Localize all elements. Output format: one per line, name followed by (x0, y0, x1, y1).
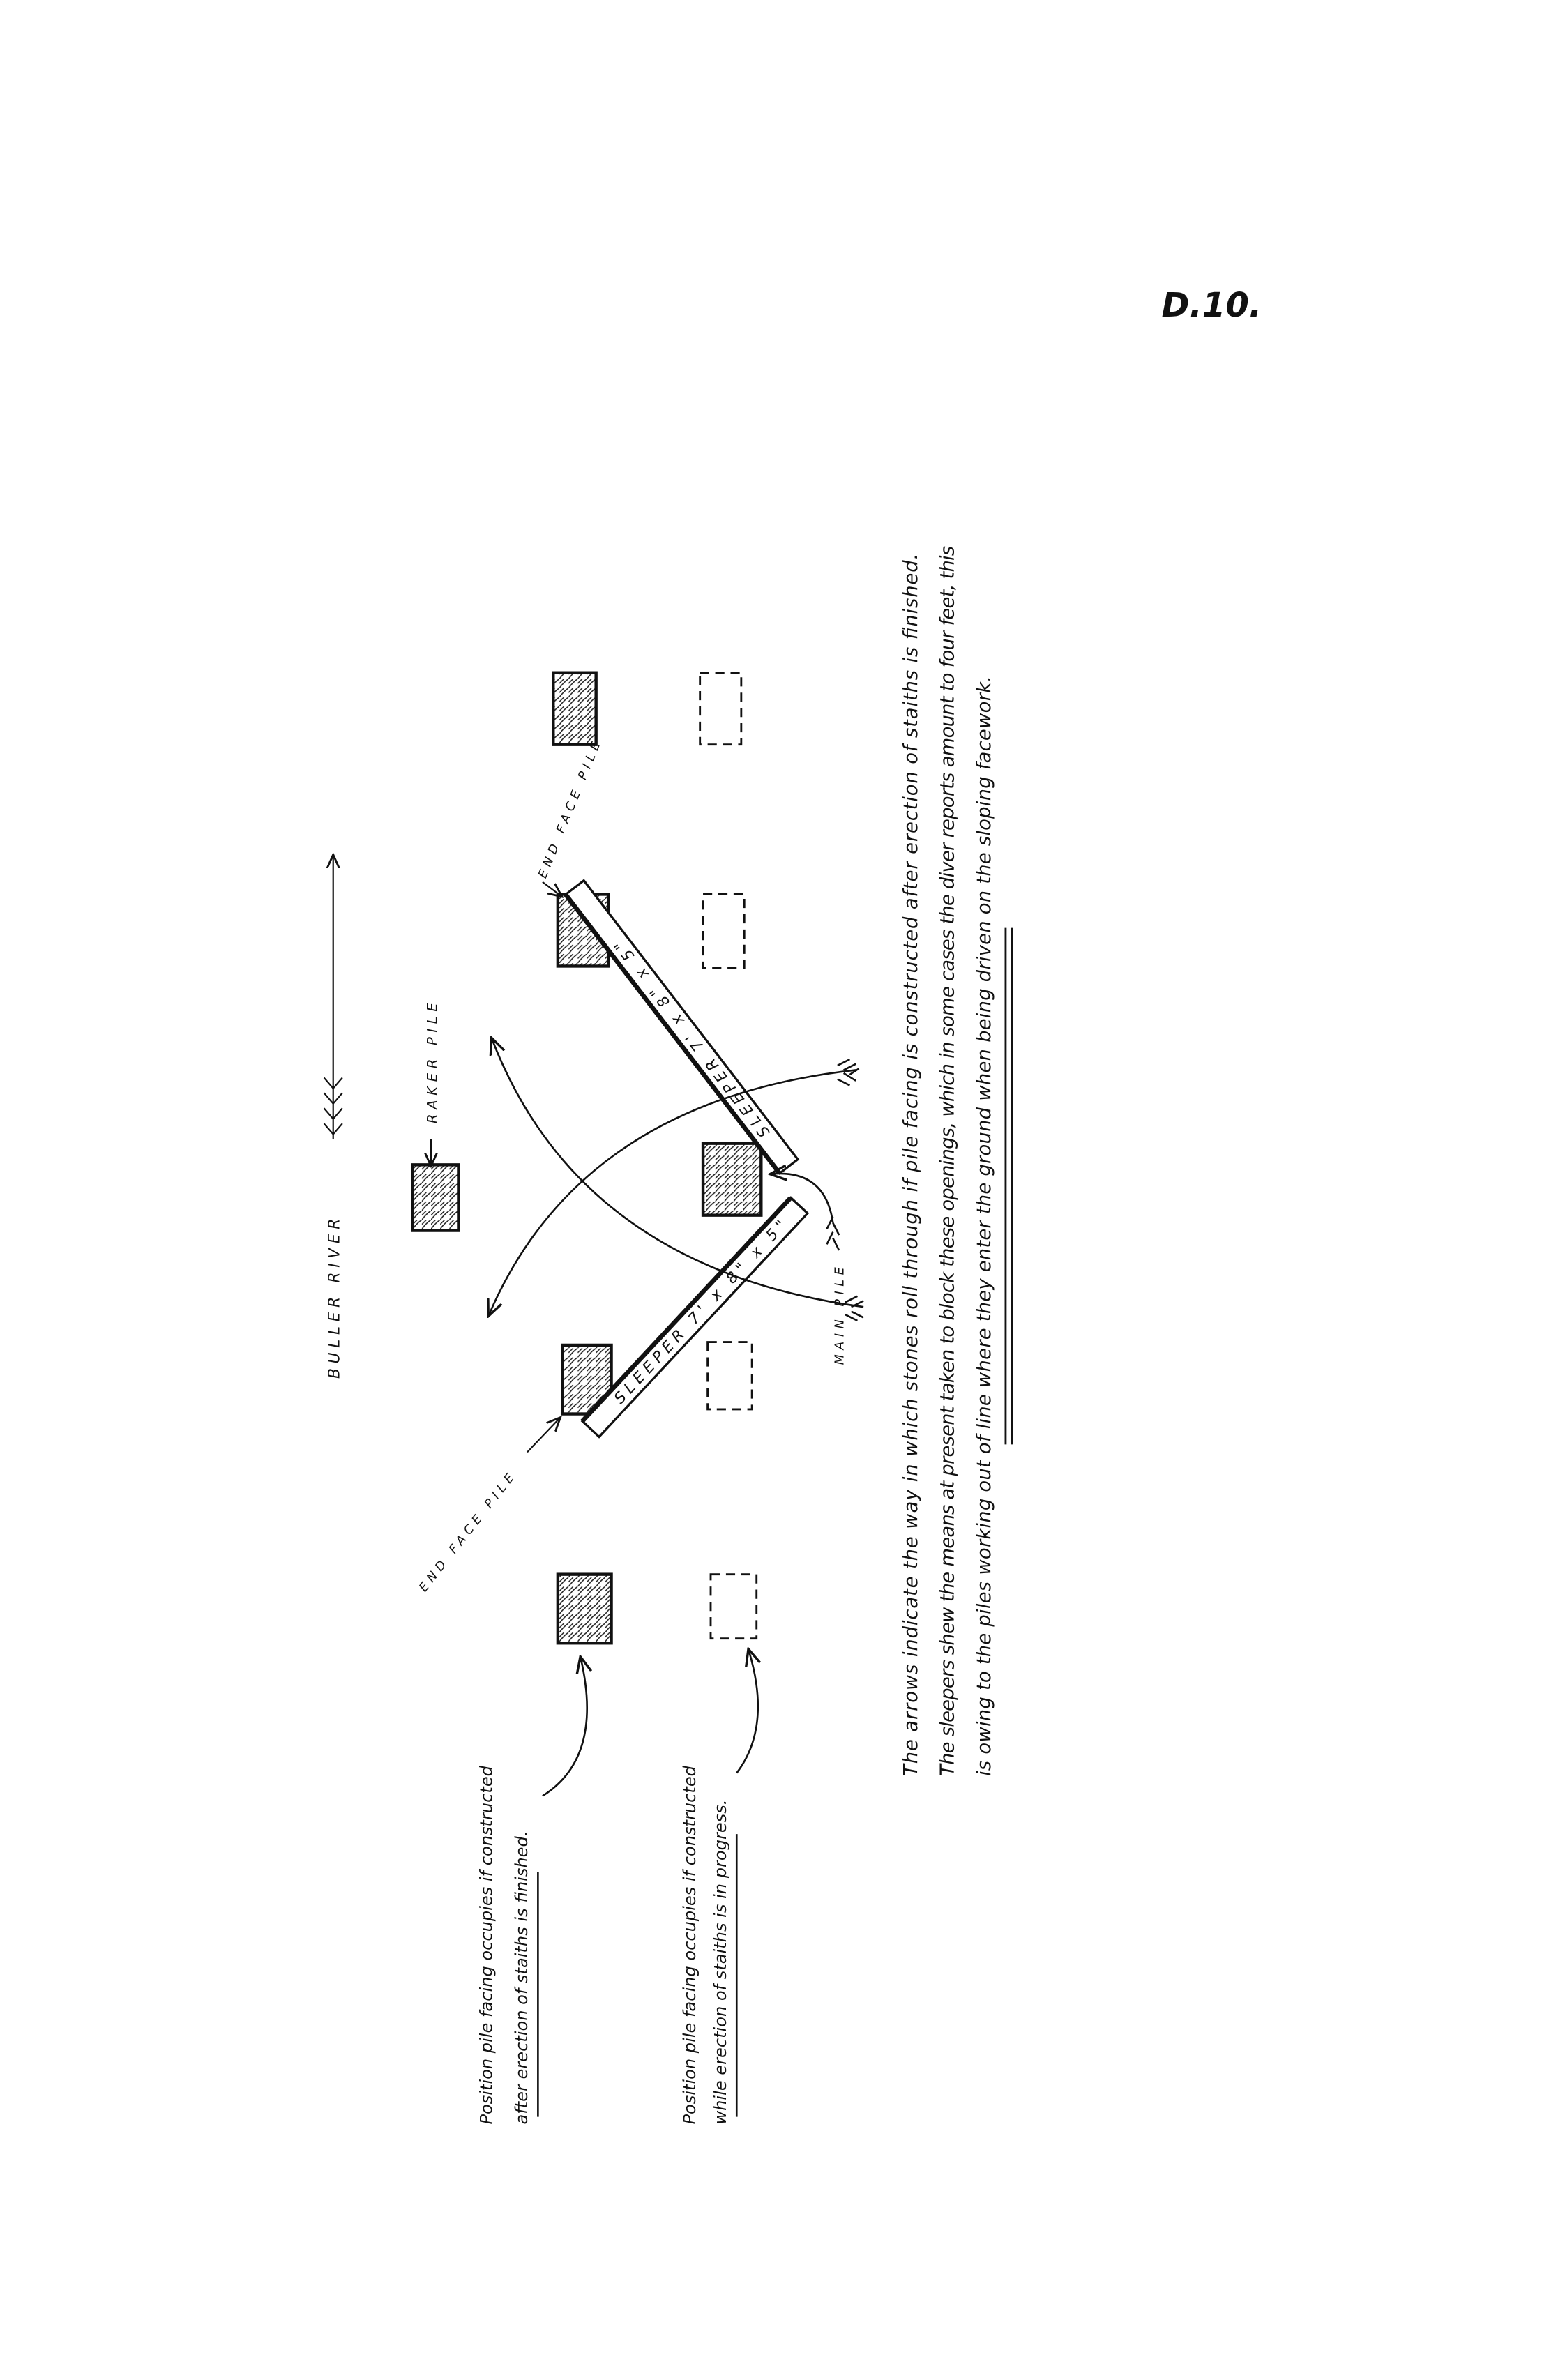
legend-finished-line1: Position pile facing occupies if constru… (477, 1765, 497, 2124)
river-flow-arrow (323, 856, 343, 1139)
caption-line1: The arrows indicate the way in which sto… (900, 554, 922, 1776)
caption-double-underline (1004, 927, 1013, 1445)
legend-progress-line1: Position pile facing occupies if constru… (680, 1765, 700, 2124)
raker-pile-label: RAKER PILE (425, 999, 441, 1123)
sleeper-lower-label: SLEEPER 7' x 8" x 5" (611, 1214, 793, 1408)
legend-progress-line2: while erection of staiths is in progress… (711, 1800, 730, 2125)
end-face-pile-bottom-pointer (527, 1418, 559, 1453)
river-label: BULLER RIVER (326, 1214, 343, 1379)
caption-line3: is owing to the piles working out of lin… (974, 676, 995, 1776)
end-face-pile-top-label: END FACE PILE (536, 736, 605, 880)
sleeper-upper: SLEEPER 7' x 8" x 5" (564, 879, 800, 1175)
legend-progress-arrow (736, 1651, 758, 1774)
main-pile-label: MAIN PILE (833, 1263, 847, 1365)
pile-finished-position (552, 671, 598, 746)
page-label: D.10. (1161, 286, 1262, 325)
end-face-pile-top-pointer (542, 881, 561, 896)
sleeper-upper-label: SLEEPER 7' x 8" x 5" (609, 933, 774, 1141)
main-pile (701, 1142, 763, 1217)
sleeper-lower: SLEEPER 7' x 8" x 5" (580, 1196, 810, 1439)
stone-roll-arrows (489, 1040, 864, 1322)
pile-finished-position-legend (556, 1572, 613, 1645)
dashed-piles (699, 672, 758, 1640)
caption-line2: The sleepers shew the means at present t… (937, 546, 958, 1776)
legend-finished-line2: after erection of staiths is finished. (512, 1831, 531, 2125)
legend-finished-arrow (542, 1658, 587, 1797)
end-face-pile-bottom-label: END FACE PILE (416, 1468, 520, 1595)
raker-pile (411, 1163, 460, 1232)
